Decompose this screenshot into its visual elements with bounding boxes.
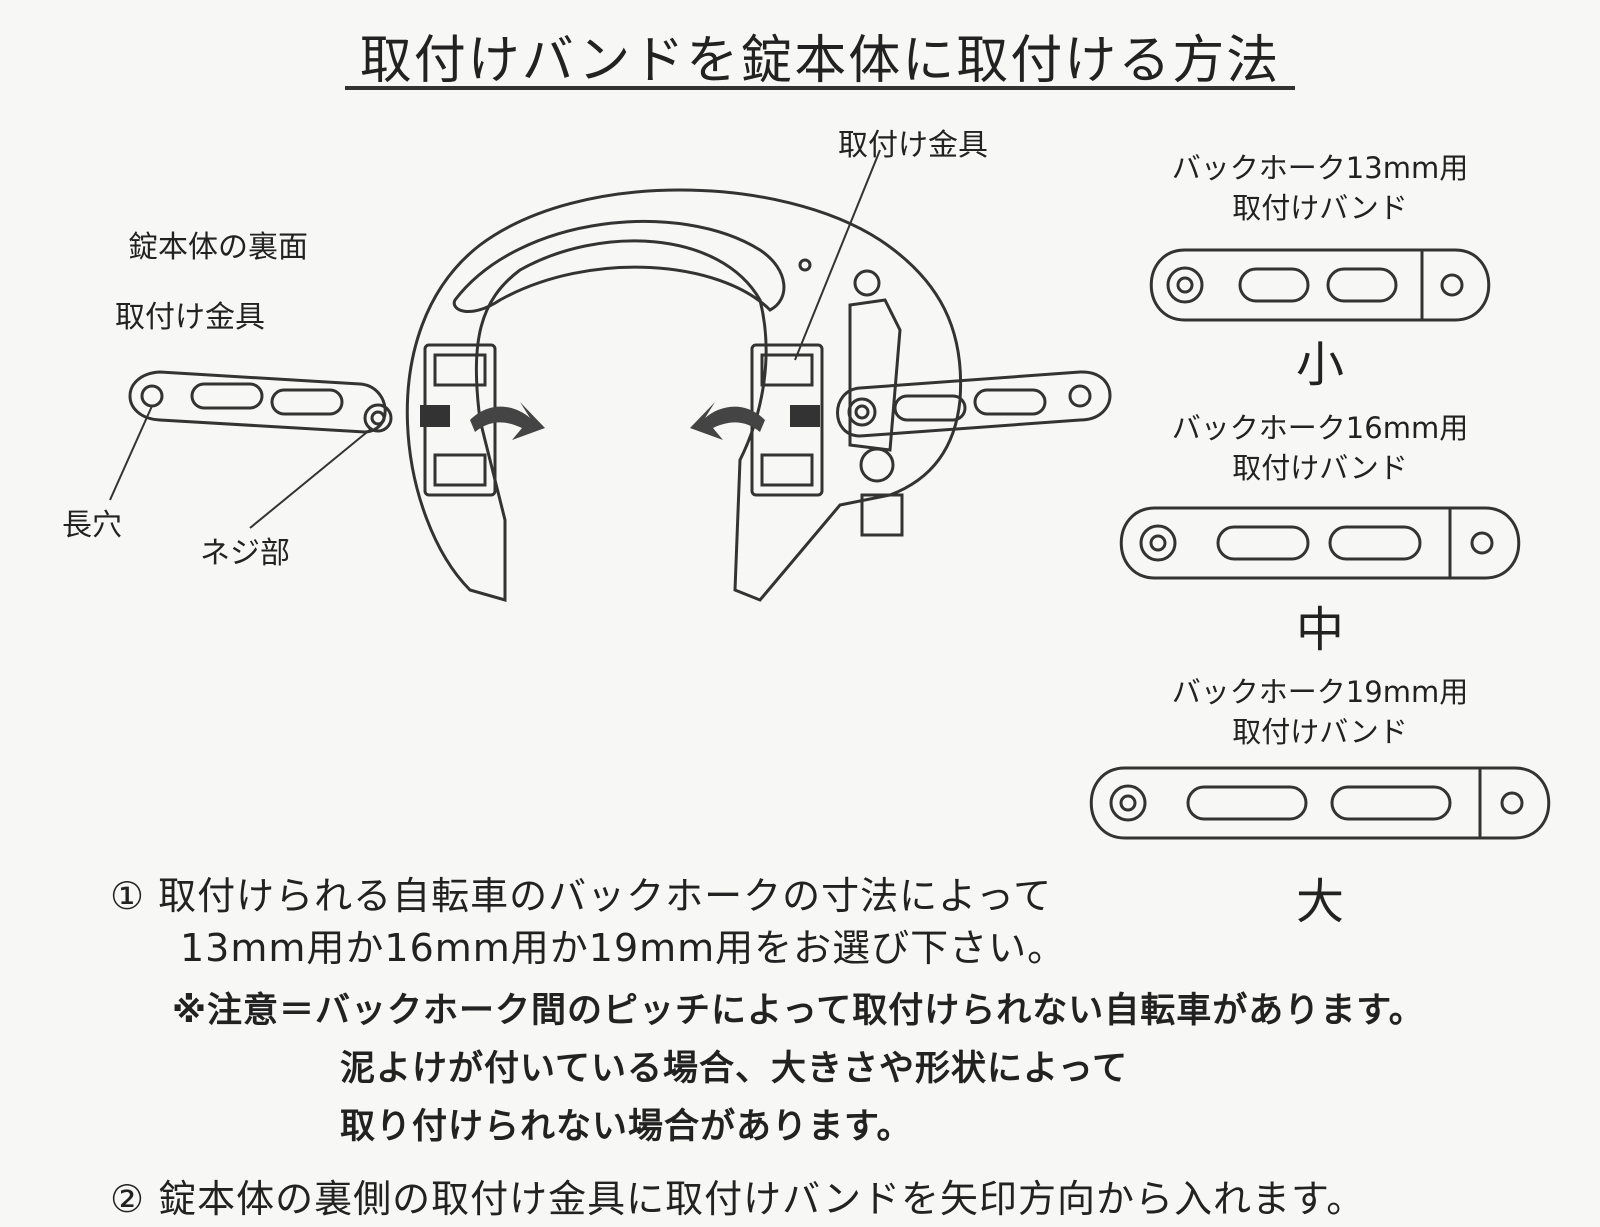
band-right — [836, 370, 1112, 438]
label-screw: ネジ部 — [200, 536, 290, 571]
page-title: 取付けバンドを錠本体に取付ける方法 — [359, 31, 1281, 91]
band-medium-caption-line1: バックホーク16mm用 — [1171, 411, 1469, 445]
label-back-side: 錠本体の裏面 — [128, 230, 308, 265]
title-underline — [345, 86, 1295, 90]
label-bracket-right: 取付け金具 — [838, 128, 988, 163]
note-line3: 取り付けられない場合があります。 — [340, 1107, 913, 1147]
step-1-line1: ① 取付けられる自転車のバックホークの寸法によって — [110, 874, 1053, 918]
band-large-caption-line2: 取付けバンド — [1232, 715, 1408, 749]
arrow-left — [470, 402, 545, 440]
size-medium: 中 — [1295, 602, 1344, 658]
note-line2: 泥よけが付いている場合、大きさや形状によって — [340, 1049, 1129, 1089]
arrow-right — [690, 402, 765, 440]
band-large-caption-line1: バックホーク19mm用 — [1171, 675, 1469, 709]
band-medium — [1119, 506, 1521, 580]
band-left — [128, 370, 393, 434]
band-small-caption-line1: バックホーク13mm用 — [1171, 151, 1469, 185]
note-line1: ※注意＝バックホーク間のピッチによって取付けられない自転車があります。 — [172, 991, 1425, 1031]
size-small: 小 — [1295, 337, 1344, 393]
step-2: ② 錠本体の裏側の取付け金具に取付けバンドを矢印方向から入れます。 — [110, 1177, 1366, 1221]
band-large-caption: バックホーク19mm用 取付けバンド — [1120, 672, 1520, 752]
lock-body-outline — [405, 188, 963, 602]
size-large: 大 — [1295, 874, 1344, 930]
label-slot: 長穴 — [62, 508, 122, 543]
label-bracket-left: 取付け金具 — [115, 300, 265, 335]
band-small-caption: バックホーク13mm用 取付けバンド — [1120, 148, 1520, 228]
band-medium-caption: バックホーク16mm用 取付けバンド — [1120, 408, 1520, 488]
band-large — [1089, 766, 1551, 840]
step-1-line2: 13mm用か16mm用か19mm用をお選び下さい。 — [180, 926, 1067, 970]
band-medium-caption-line2: 取付けバンド — [1232, 451, 1408, 485]
band-small-caption-line2: 取付けバンド — [1232, 191, 1408, 225]
band-small — [1149, 248, 1491, 322]
